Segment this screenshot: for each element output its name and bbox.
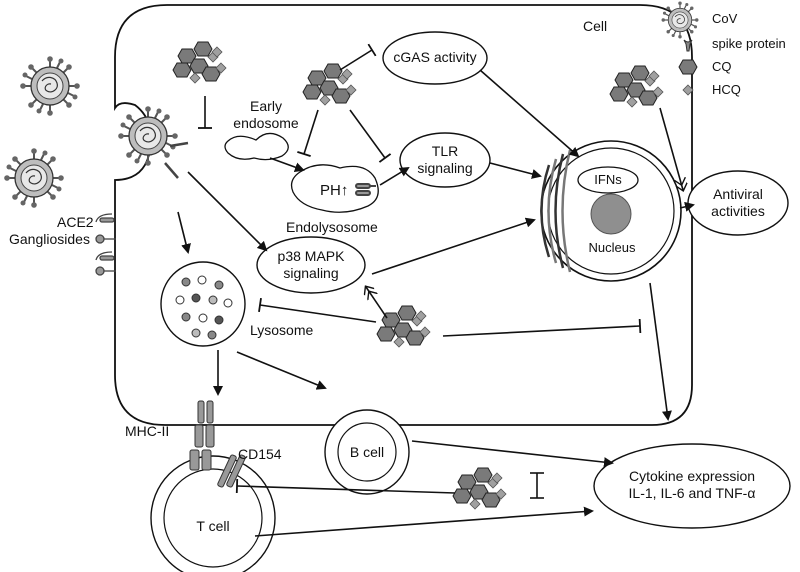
drug-cluster-center [303, 64, 356, 105]
legend-cov-icon [660, 0, 700, 40]
arrow-lysosome-out [236, 351, 327, 390]
gangliosides-label: Gangliosides [9, 231, 90, 247]
inhibit-lysosome [258, 297, 377, 323]
t-cell-label: T cell [196, 518, 230, 534]
arrow-endolysosome-tlr [379, 166, 410, 186]
lysosome [160, 261, 246, 347]
inhibit-nucleus-cytokine [442, 318, 642, 337]
ph-label: PH↑ [320, 182, 349, 199]
cd154-label: CD154 [238, 446, 282, 462]
b-cell [324, 409, 410, 495]
p38-oval [256, 236, 366, 294]
legend-spike-icon [683, 39, 693, 52]
arrow-nucleus-cytokine [649, 282, 672, 421]
endolysosome [290, 164, 379, 213]
arrow-virus-p38 [187, 171, 268, 252]
p38-label: p38 MAPK signaling [277, 248, 345, 281]
legend-cov-label: CoV [712, 11, 738, 26]
spike-binding [164, 141, 189, 179]
t-cell [150, 455, 276, 572]
b-cell-label: B cell [349, 444, 385, 460]
arrow-drugs-nucleus [659, 107, 683, 190]
endolysosome-receptor [355, 183, 376, 196]
arrows [177, 43, 695, 537]
ifns-oval [577, 166, 639, 194]
tlr-label: TLR signaling [417, 143, 473, 176]
nucleus-label: Nucleus [588, 240, 636, 255]
er-structure [540, 149, 572, 273]
drug-cluster-right [610, 66, 663, 107]
ifns-label: IFNs [594, 172, 622, 187]
cytokine-oval [593, 443, 791, 529]
cell-label: Cell [583, 18, 608, 34]
inhibit-endolysosome [297, 109, 319, 157]
cd154-receptor [217, 454, 246, 488]
legend-hcq-label: HCQ [712, 82, 741, 97]
endolysosome-label: Endolysosome [286, 219, 378, 235]
cytokine-label: Cytokine expression IL-1, IL-6 and TNF-α [628, 468, 756, 501]
drug-cluster-tcell [453, 468, 506, 509]
cell-membrane [114, 4, 693, 426]
early-endosome [224, 132, 289, 161]
ace2-receptors [95, 213, 116, 276]
arrow-cgas-nucleus [479, 69, 580, 158]
inhibit-cgas [339, 43, 377, 71]
legend-cq-label: CQ [712, 59, 732, 74]
mhc-ii-receptor [189, 400, 215, 471]
drug-cluster-lysosome [377, 306, 430, 347]
virus-free-1 [19, 55, 81, 117]
tlr-oval [399, 132, 491, 188]
virus-free-2 [3, 147, 65, 209]
nucleolus [590, 193, 632, 235]
cgas-oval [382, 31, 488, 85]
drug-cluster-entry [173, 42, 226, 83]
mhc-ii-label: MHC-II [125, 423, 170, 439]
legend-cq-icon [678, 59, 698, 75]
arrow-tcell-cytokine [254, 506, 594, 537]
ace2-label: ACE2 [57, 214, 94, 230]
virus-entering [117, 105, 179, 167]
early-endosome-label: Early endosome [233, 98, 299, 131]
arrow-bcell-cytokine [411, 440, 614, 468]
arrow-nucleus-antiviral [679, 201, 695, 212]
lysosome-label: Lysosome [250, 322, 314, 338]
arrow-p38-er [371, 217, 536, 275]
nucleus [540, 140, 682, 282]
inhibit-cd154 [235, 478, 456, 494]
arrow-tlr-nucleus [489, 162, 542, 179]
inhibit-tlr [349, 109, 392, 163]
arrow-virus-lysosome [177, 211, 191, 254]
inhibit-p38 [366, 287, 388, 319]
cgas-label: cGAS activity [393, 49, 477, 65]
antiviral-label: Antiviral activities [711, 186, 765, 219]
legend-spike-label: spike protein [712, 36, 786, 51]
arrow-endosome-endolysosome [269, 157, 305, 172]
